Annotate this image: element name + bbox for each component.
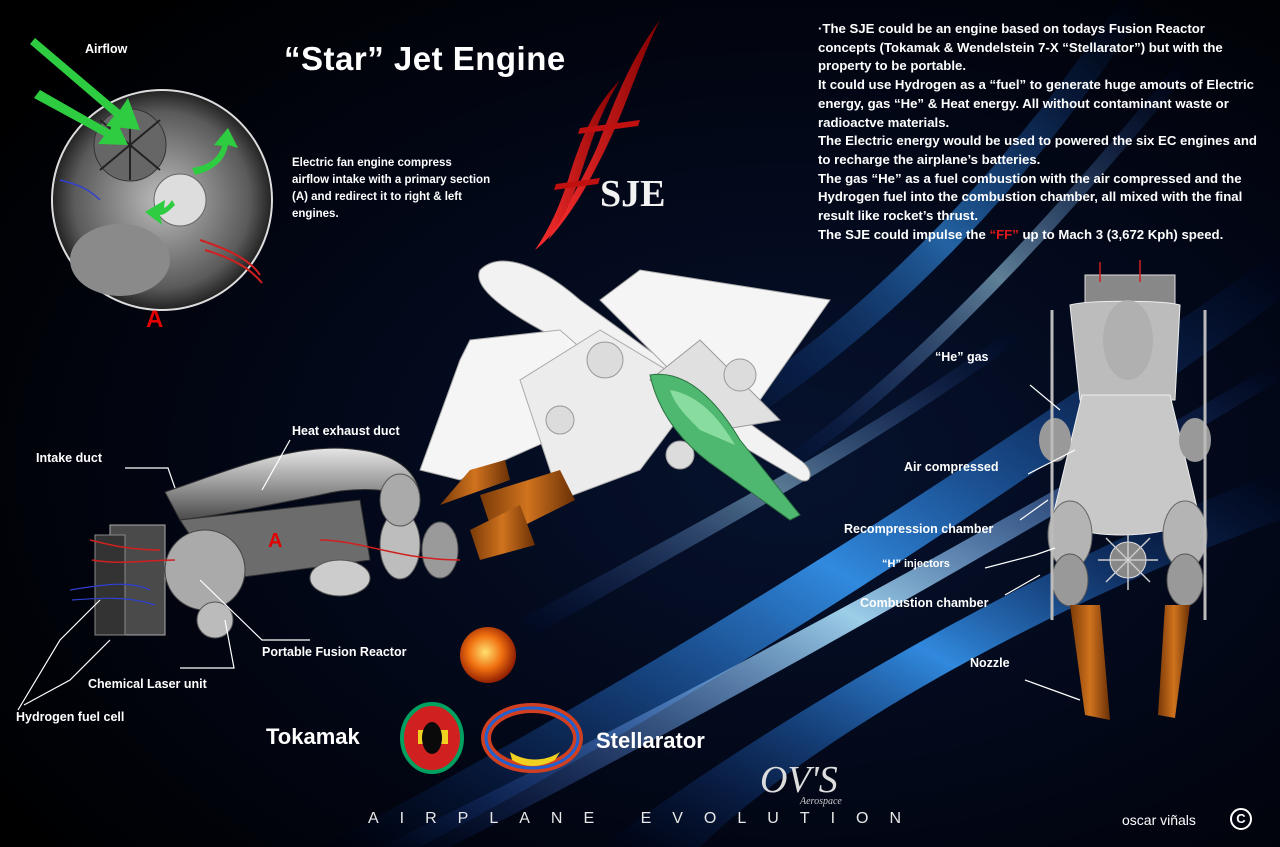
he-gas-label: “He” gas <box>935 350 989 364</box>
description-line: ·The SJE could be an engine based on tod… <box>818 21 1223 74</box>
author-name: oscar viñals <box>1122 812 1196 828</box>
h-injectors-label: “H” injectors <box>882 558 950 570</box>
section-a-marker-engine: A <box>268 530 283 552</box>
hydrogen-fuel-cell-label: Hydrogen fuel cell <box>16 710 125 724</box>
fan-description: Electric fan engine compress airflow int… <box>292 157 491 220</box>
sun-graphic <box>460 627 516 683</box>
ff-highlight: “FF” <box>989 226 1019 242</box>
engine-side-illustration <box>17 439 535 711</box>
description-line: The SJE could impulse the “FF” up to Mac… <box>818 226 1258 245</box>
brand-logo: OV'S <box>760 759 838 801</box>
heat-exhaust-duct-label: Heat exhaust duct <box>292 424 400 438</box>
description-line: The Electric energy would be used to pow… <box>818 133 1257 167</box>
recompression-chamber-label: Recompression chamber <box>844 522 994 536</box>
description-line: It could use Hydrogen as a “fuel” to gen… <box>818 77 1255 130</box>
series-title: AIRPLANE EVOLUTION <box>368 810 923 827</box>
nozzle-label: Nozzle <box>970 656 1010 670</box>
portable-fusion-reactor-label: Portable Fusion Reactor <box>262 645 407 659</box>
airflow-label: Airflow <box>85 42 128 56</box>
intake-duct-label: Intake duct <box>36 451 102 465</box>
stellarator-graphic <box>481 703 583 773</box>
stellarator-label: Stellarator <box>596 728 705 753</box>
copyright-icon: C <box>1230 808 1252 830</box>
tokamak-label: Tokamak <box>266 724 360 749</box>
description-text: The SJE could impulse the <box>818 226 990 242</box>
section-a-marker: A <box>146 306 164 333</box>
brand-logo-sub: Aerospace <box>800 796 842 807</box>
description-text: up to Mach 3 (3,672 Kph) speed. <box>1018 226 1224 242</box>
sje-logo-text: SJE <box>600 173 666 215</box>
ff-logo-graphic <box>535 20 660 250</box>
air-compressed-label: Air compressed <box>904 460 999 474</box>
chemical-laser-unit-label: Chemical Laser unit <box>88 677 207 691</box>
engine-cross-section-illustration <box>984 260 1211 720</box>
description-block: ·The SJE could be an engine based on tod… <box>818 20 1258 244</box>
fan-detail-illustration <box>30 38 273 311</box>
tokamak-graphic <box>400 702 464 774</box>
poster-title: “Star” Jet Engine <box>284 40 566 77</box>
description-line: The gas “He” as a fuel combustion with t… <box>818 170 1243 224</box>
combustion-chamber-label: Combustion chamber <box>860 596 989 610</box>
